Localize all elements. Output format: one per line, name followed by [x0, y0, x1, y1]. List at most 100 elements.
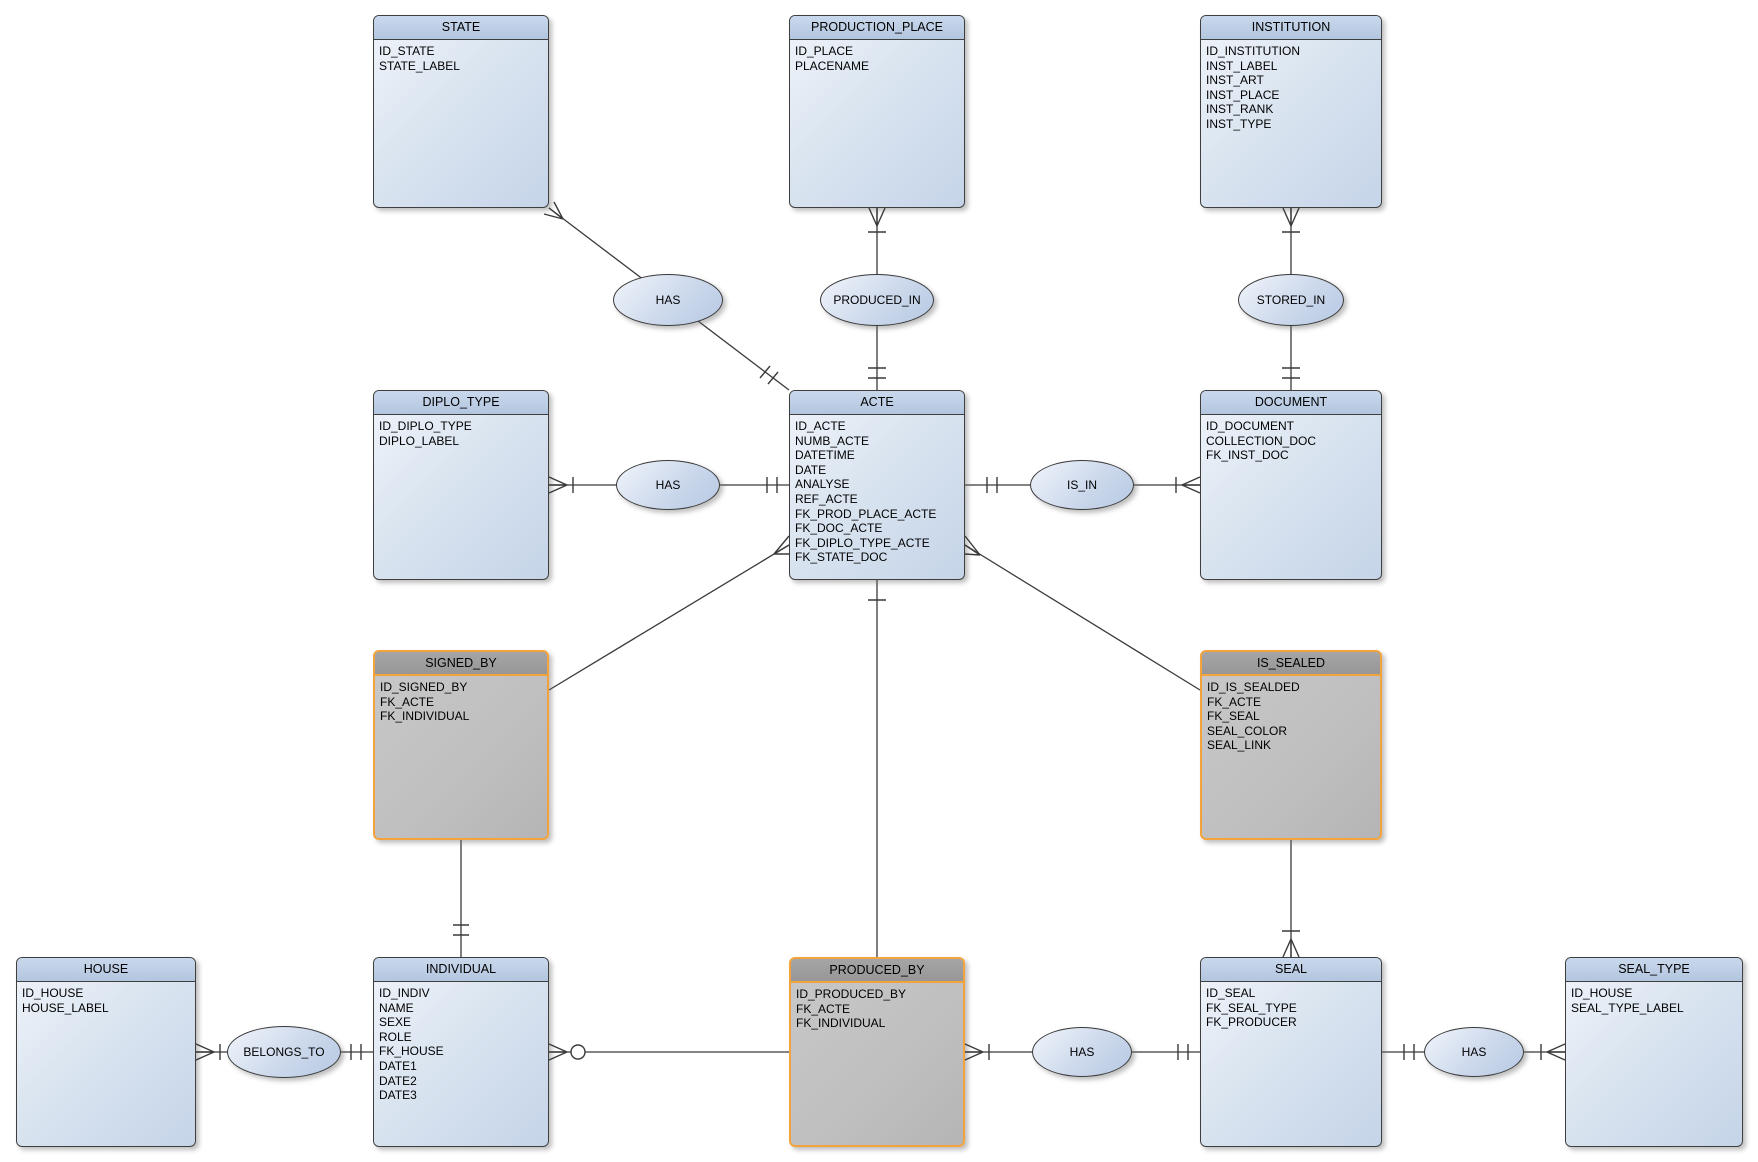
attribute: ID_SIGNED_BY: [380, 680, 468, 694]
relationship-has-diplotype-acte[interactable]: HAS: [616, 460, 720, 510]
entity-acte[interactable]: ACTE ID_ACTE NUMB_ACTE DATETIME DATE ANA…: [789, 390, 965, 580]
entity-state[interactable]: STATE ID_STATE STATE_LABEL: [373, 15, 549, 208]
attribute: INST_RANK: [1206, 102, 1274, 117]
attribute: ANALYSE: [795, 477, 850, 492]
entity-title: SIGNED_BY: [375, 652, 547, 676]
attribute: FK_INST_DOC: [1206, 448, 1289, 463]
attribute: SEAL_COLOR: [1207, 723, 1288, 738]
entity-title: DOCUMENT: [1201, 391, 1381, 415]
entity-signed-by[interactable]: SIGNED_BY ID_SIGNED_BY FK_ACTE FK_INDIVI…: [373, 650, 549, 840]
relationship-belongs-to[interactable]: BELONGS_TO: [227, 1026, 341, 1078]
relationship-label: HAS: [1069, 1045, 1095, 1059]
attribute: FK_ACTE: [796, 1001, 851, 1016]
attribute: FK_DOC_ACTE: [795, 521, 883, 536]
attribute: INST_TYPE: [1206, 116, 1272, 131]
entity-attribute-list: ID_INSTITUTION INST_LABEL INST_ART INST_…: [1201, 40, 1381, 136]
attribute: ID_ACTE: [795, 419, 846, 433]
relationship-has-state-acte[interactable]: HAS: [613, 274, 723, 326]
attribute: SEAL_LINK: [1207, 738, 1272, 753]
entity-production-place[interactable]: PRODUCTION_PLACE ID_PLACE PLACENAME: [789, 15, 965, 208]
link-issealed-acte: [964, 544, 1201, 691]
attribute: FK_PROD_PLACE_ACTE: [795, 506, 937, 521]
relationship-label: HAS: [655, 293, 681, 307]
attribute: ID_INSTITUTION: [1206, 44, 1301, 58]
attribute: DATE3: [379, 1088, 417, 1103]
attribute: ID_DIPLO_TYPE: [379, 419, 472, 433]
entity-individual[interactable]: INDIVIDUAL ID_INDIV NAME SEXE ROLE FK_HO…: [373, 957, 549, 1147]
attribute: SEAL_TYPE_LABEL: [1571, 1000, 1684, 1015]
attribute: COLLECTION_DOC: [1206, 433, 1317, 448]
attribute: FK_HOUSE: [379, 1044, 444, 1059]
entity-title: INDIVIDUAL: [374, 958, 548, 982]
attribute: FK_SEAL_TYPE: [1206, 1000, 1297, 1015]
entity-title: SEAL_TYPE: [1566, 958, 1742, 982]
attribute: FK_SEAL: [1207, 709, 1260, 724]
entity-attribute-list: ID_SEAL FK_SEAL_TYPE FK_PRODUCER: [1201, 982, 1381, 1034]
entity-seal-type[interactable]: SEAL_TYPE ID_HOUSE SEAL_TYPE_LABEL: [1565, 957, 1743, 1147]
attribute: DATE2: [379, 1073, 417, 1088]
attribute: FK_INDIVIDUAL: [796, 1016, 886, 1031]
relationship-is-in[interactable]: IS_IN: [1030, 460, 1134, 510]
attribute: FK_PRODUCER: [1206, 1015, 1297, 1030]
entity-attribute-list: ID_HOUSE HOUSE_LABEL: [17, 982, 195, 1019]
entity-title: SEAL: [1201, 958, 1381, 982]
entity-attribute-list: ID_ACTE NUMB_ACTE DATETIME DATE ANALYSE …: [790, 415, 964, 569]
link-signedby-acte: [548, 544, 790, 691]
entity-attribute-list: ID_DOCUMENT COLLECTION_DOC FK_INST_DOC: [1201, 415, 1381, 467]
entity-title: IS_SEALED: [1202, 652, 1380, 676]
entity-attribute-list: ID_IS_SEALDED FK_ACTE FK_SEAL SEAL_COLOR…: [1202, 676, 1380, 757]
attribute: ID_HOUSE: [22, 986, 84, 1000]
entity-attribute-list: ID_HOUSE SEAL_TYPE_LABEL: [1566, 982, 1742, 1019]
relationship-stored-in[interactable]: STORED_IN: [1238, 274, 1344, 326]
entity-title: PRODUCED_BY: [791, 959, 963, 983]
attribute: DATETIME: [795, 448, 855, 463]
relationship-label: BELONGS_TO: [243, 1045, 325, 1059]
entity-attribute-list: ID_PLACE PLACENAME: [790, 40, 964, 77]
entity-institution[interactable]: INSTITUTION ID_INSTITUTION INST_LABEL IN…: [1200, 15, 1382, 208]
entity-attribute-list: ID_INDIV NAME SEXE ROLE FK_HOUSE DATE1 D…: [374, 982, 548, 1107]
attribute: FK_DIPLO_TYPE_ACTE: [795, 535, 930, 550]
attribute: ID_PRODUCED_BY: [796, 987, 907, 1001]
relationship-has-seal-sealtype[interactable]: HAS: [1424, 1027, 1524, 1077]
attribute: FK_ACTE: [380, 694, 435, 709]
attribute: FK_STATE_DOC: [795, 550, 888, 565]
entity-seal[interactable]: SEAL ID_SEAL FK_SEAL_TYPE FK_PRODUCER: [1200, 957, 1382, 1147]
attribute: FK_ACTE: [1207, 694, 1262, 709]
attribute: PLACENAME: [795, 58, 870, 73]
attribute: NAME: [379, 1000, 414, 1015]
relationship-label: STORED_IN: [1256, 293, 1326, 307]
entity-diplo-type[interactable]: DIPLO_TYPE ID_DIPLO_TYPE DIPLO_LABEL: [373, 390, 549, 580]
entity-title: PRODUCTION_PLACE: [790, 16, 964, 40]
attribute: STATE_LABEL: [379, 58, 460, 73]
relationship-label: HAS: [655, 478, 681, 492]
attribute: HOUSE_LABEL: [22, 1000, 109, 1015]
attribute: DIPLO_LABEL: [379, 433, 460, 448]
attribute: ID_SEAL: [1206, 986, 1256, 1000]
relationship-has-producedby-seal[interactable]: HAS: [1032, 1027, 1132, 1077]
relationship-label: IS_IN: [1066, 478, 1097, 492]
entity-house[interactable]: HOUSE ID_HOUSE HOUSE_LABEL: [16, 957, 196, 1147]
attribute: FK_INDIVIDUAL: [380, 709, 470, 724]
attribute: ID_PLACE: [795, 44, 854, 58]
attribute: ID_HOUSE: [1571, 986, 1633, 1000]
attribute: INST_LABEL: [1206, 58, 1278, 73]
entity-attribute-list: ID_SIGNED_BY FK_ACTE FK_INDIVIDUAL: [375, 676, 547, 728]
relationship-label: HAS: [1461, 1045, 1487, 1059]
relationship-label: PRODUCED_IN: [833, 293, 921, 307]
entity-attribute-list: ID_PRODUCED_BY FK_ACTE FK_INDIVIDUAL: [791, 983, 963, 1035]
attribute: SEXE: [379, 1015, 412, 1030]
attribute: ID_IS_SEALDED: [1207, 680, 1300, 694]
entity-title: STATE: [374, 16, 548, 40]
entity-produced-by[interactable]: PRODUCED_BY ID_PRODUCED_BY FK_ACTE FK_IN…: [789, 957, 965, 1147]
relationship-produced-in[interactable]: PRODUCED_IN: [820, 274, 934, 326]
entity-title: ACTE: [790, 391, 964, 415]
entity-is-sealed[interactable]: IS_SEALED ID_IS_SEALDED FK_ACTE FK_SEAL …: [1200, 650, 1382, 840]
attribute: ID_DOCUMENT: [1206, 419, 1295, 433]
entity-document[interactable]: DOCUMENT ID_DOCUMENT COLLECTION_DOC FK_I…: [1200, 390, 1382, 580]
attribute: INST_PLACE: [1206, 87, 1280, 102]
attribute: NUMB_ACTE: [795, 433, 870, 448]
attribute: DATE1: [379, 1058, 417, 1073]
attribute: REF_ACTE: [795, 491, 858, 506]
entity-title: HOUSE: [17, 958, 195, 982]
